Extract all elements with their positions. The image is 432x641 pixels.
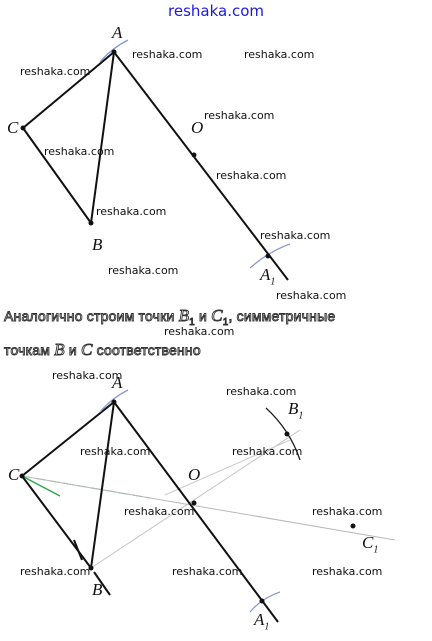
label-b1: B1 xyxy=(288,400,303,421)
construction-c-c1 xyxy=(21,475,396,541)
point-a1-2 xyxy=(259,598,265,604)
segment-cb xyxy=(22,127,92,224)
label-a1-base: A xyxy=(254,610,265,629)
arc-near-a1-2 xyxy=(249,591,281,613)
segment-ca-2 xyxy=(21,401,115,477)
point-o xyxy=(191,152,197,158)
label-b: B xyxy=(92,235,103,254)
watermark: reshaka.com xyxy=(226,385,297,398)
point-b1 xyxy=(284,431,290,437)
watermark: reshaka.com xyxy=(132,48,203,61)
tick-b-upper xyxy=(73,539,83,561)
label-c: C xyxy=(7,118,19,137)
figure-2 xyxy=(21,401,279,623)
label-a1: A1 xyxy=(260,266,275,287)
label-a: A xyxy=(112,373,123,392)
label-a1-sub: 1 xyxy=(270,276,276,288)
segment-a-a1 xyxy=(113,51,289,281)
watermark: reshaka.com xyxy=(172,565,243,578)
caption-text: , симметричные xyxy=(228,308,336,324)
caption-text: и xyxy=(194,308,212,324)
watermark: reshaka.com xyxy=(216,169,287,182)
watermark: reshaka.com xyxy=(20,65,91,78)
segment-ca xyxy=(22,51,115,129)
caption-text: точкам xyxy=(4,342,55,358)
figure-2-points xyxy=(19,399,356,604)
caption-sub: 1 xyxy=(189,316,195,328)
caption-line-1: Аналогично строим точки B1 и C1, симметр… xyxy=(4,306,336,328)
caption-text: и xyxy=(64,342,81,358)
label-c: C xyxy=(8,465,20,484)
figure-1 xyxy=(22,51,289,281)
point-b-2 xyxy=(88,565,94,571)
caption-point-b: B xyxy=(178,306,190,325)
figure-1-points xyxy=(20,49,271,259)
tick-b-lower xyxy=(93,571,111,596)
label-b1-base: B xyxy=(288,399,299,418)
site-header: reshaka.com xyxy=(168,2,264,20)
watermark: reshaka.com xyxy=(124,505,195,518)
caption-text: Аналогично строим точки xyxy=(4,308,179,324)
label-a: A xyxy=(112,23,123,42)
label-o: O xyxy=(188,465,201,484)
watermark: reshaka.com xyxy=(52,369,123,382)
watermark: reshaka.com xyxy=(312,565,383,578)
arc-near-a-2 xyxy=(99,389,129,413)
point-a1 xyxy=(265,253,271,259)
point-b xyxy=(88,220,94,226)
watermark: reshaka.com xyxy=(96,205,167,218)
label-c1-sub: 1 xyxy=(373,544,379,556)
construction-c-green-2 xyxy=(21,475,61,497)
watermark: reshaka.com xyxy=(164,325,235,338)
point-o-2 xyxy=(191,500,197,506)
point-a xyxy=(111,49,117,55)
watermark: reshaka.com xyxy=(260,229,331,242)
caption-text: соответственно xyxy=(92,342,201,358)
caption-point-c: C xyxy=(211,306,223,325)
watermark: reshaka.com xyxy=(312,505,383,518)
label-b: B xyxy=(92,580,103,599)
caption-point-c: C xyxy=(80,340,93,359)
label-b1-sub: 1 xyxy=(298,410,304,422)
label-c1-base: C xyxy=(362,533,374,552)
label-a1: A1 xyxy=(254,611,269,632)
caption-line-2: точкам B и C соответственно xyxy=(4,340,202,359)
label-a1-sub: 1 xyxy=(264,621,270,633)
watermark: reshaka.com xyxy=(20,565,91,578)
watermark: reshaka.com xyxy=(44,145,115,158)
point-c xyxy=(20,125,26,131)
arc-near-a xyxy=(99,39,129,63)
watermark: reshaka.com xyxy=(232,445,303,458)
watermark: reshaka.com xyxy=(108,264,179,277)
caption-point-b: B xyxy=(54,340,65,359)
segment-ab-2 xyxy=(90,401,115,569)
label-c1: C1 xyxy=(362,534,378,555)
point-c1 xyxy=(350,523,356,529)
watermark: reshaka.com xyxy=(80,445,151,458)
construction-gray-b xyxy=(164,439,291,496)
segment-ab xyxy=(90,51,115,224)
caption-sub: 1 xyxy=(222,316,229,328)
construction-b-b1 xyxy=(90,429,301,569)
watermark: reshaka.com xyxy=(276,289,347,302)
point-a-2 xyxy=(111,399,117,405)
label-o: O xyxy=(191,118,204,137)
figure-2-construction xyxy=(21,429,396,569)
point-c-2 xyxy=(19,473,25,479)
watermark: reshaka.com xyxy=(244,48,315,61)
watermark: reshaka.com xyxy=(204,109,275,122)
segment-a-a1-2 xyxy=(113,401,279,623)
label-a1-base: A xyxy=(260,265,271,284)
